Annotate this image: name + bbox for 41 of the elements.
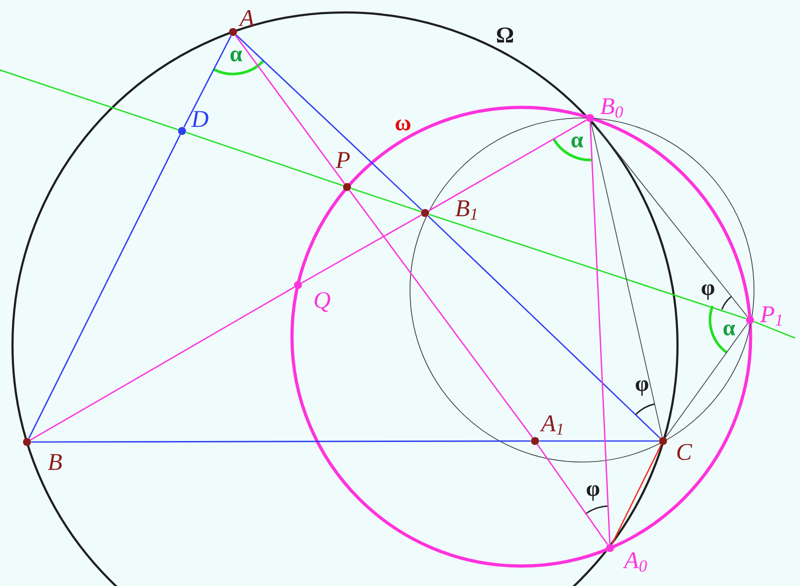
line-segment — [30, 286, 295, 440]
point-label: D — [191, 111, 208, 127]
line-segment — [235, 35, 346, 184]
line-segment — [428, 120, 587, 212]
line-segment — [590, 122, 662, 438]
angle-label: α — [724, 324, 736, 336]
line-segment — [590, 122, 610, 544]
line-segment — [28, 134, 181, 438]
angle-label: α — [230, 50, 242, 62]
line-segment — [665, 323, 748, 438]
line-segment — [349, 190, 533, 438]
line-segment — [754, 320, 796, 339]
point-label: P$_{1}$ — [760, 306, 782, 326]
point-label: B$_{0}$ — [600, 98, 623, 118]
point-label: B$_{1}$ — [455, 200, 476, 220]
line-segment — [301, 214, 422, 284]
line-segment — [350, 188, 422, 212]
line-segment — [236, 34, 422, 211]
angle-label: φ — [636, 380, 648, 396]
line-segment — [186, 132, 344, 186]
point-label: C — [677, 444, 692, 460]
point-label: Q — [314, 292, 330, 312]
line-segment — [611, 444, 662, 544]
line-segment — [183, 35, 232, 128]
point-label: P — [336, 152, 350, 168]
line-segment — [31, 440, 531, 443]
angle-label: α — [572, 136, 584, 148]
point-label: B — [48, 454, 62, 470]
line-segment — [536, 444, 608, 545]
angle-label: φ — [586, 485, 600, 501]
circle-label: Ω — [496, 27, 514, 42]
circle-label: ω — [396, 120, 410, 130]
point-label: A$_{1}$ — [540, 415, 562, 435]
point-label: A — [238, 10, 254, 26]
point-label: A$_{0}$ — [622, 552, 647, 572]
line-segment — [428, 214, 746, 320]
line-segment — [592, 120, 748, 318]
line-segment — [539, 440, 659, 442]
line-segment — [0, 69, 178, 130]
line-segment — [428, 215, 660, 439]
angle-label: φ — [702, 284, 714, 300]
